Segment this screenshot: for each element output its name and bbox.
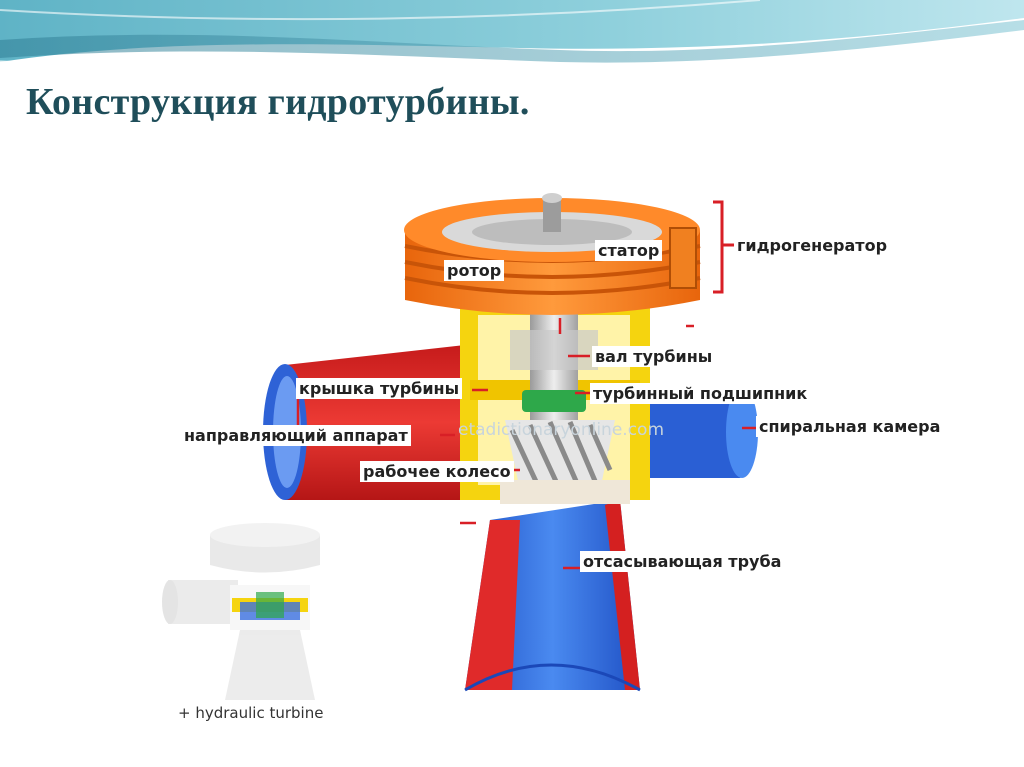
header-waves	[0, 0, 1024, 77]
label-hydrogenerator: гидрогенератор	[734, 235, 891, 256]
label-turbine-shaft: вал турбины	[592, 346, 716, 367]
slide-title: Конструкция гидротурбины.	[26, 81, 530, 123]
label-wicket-gate: направляющий аппарат	[181, 425, 411, 446]
label-turbine-bearing: турбинный подшипник	[590, 383, 811, 404]
thumbnail-caption: + hydraulic turbine	[178, 704, 324, 722]
label-runner: рабочее колесо	[360, 461, 514, 482]
label-rotor: ротор	[444, 260, 505, 281]
label-spiral-case: спиральная камера	[756, 416, 944, 437]
generator-bracket	[713, 200, 734, 294]
label-turbine-cover: крышка турбины	[296, 378, 463, 399]
label-stator: статор	[595, 240, 663, 261]
draft-tube	[464, 500, 641, 692]
runner-wheel	[500, 420, 630, 504]
watermark: etadictionaryonline.com	[458, 420, 665, 440]
label-draft-tube: отсасывающая труба	[580, 551, 785, 572]
thumbnail-highlight	[232, 592, 308, 620]
